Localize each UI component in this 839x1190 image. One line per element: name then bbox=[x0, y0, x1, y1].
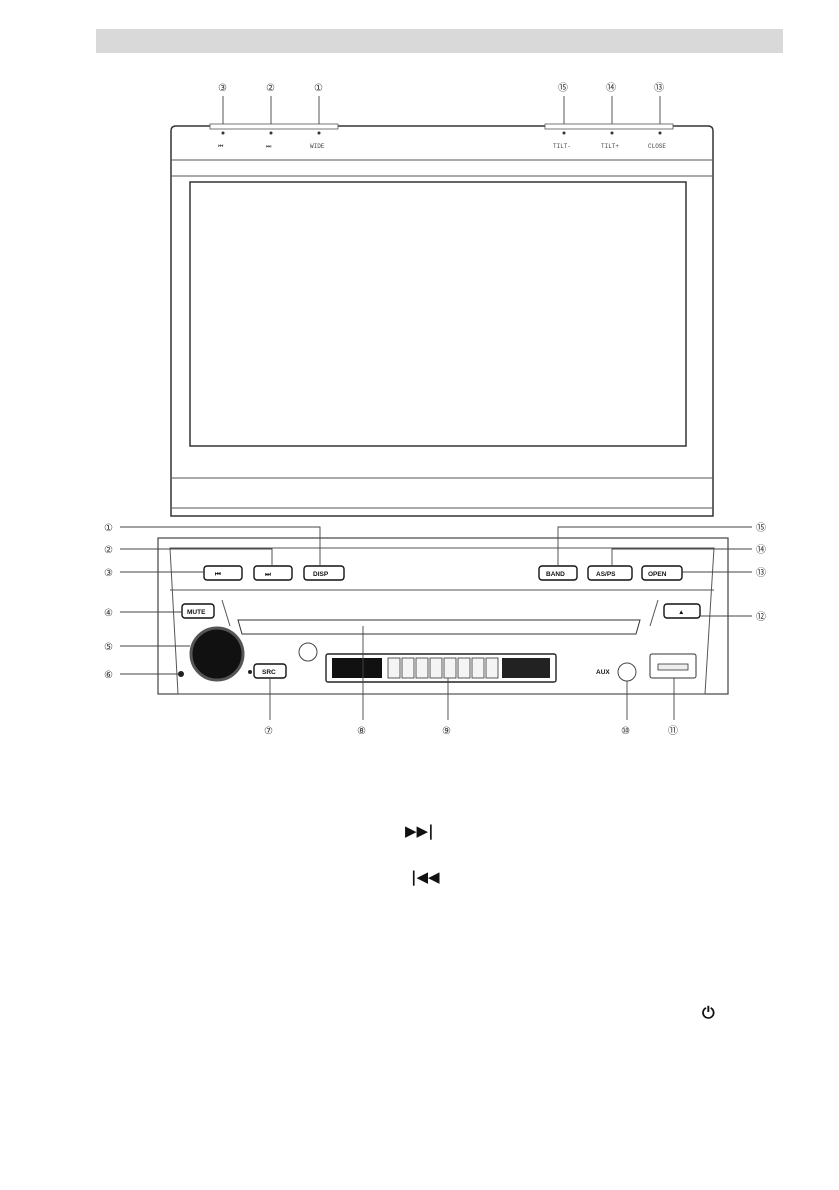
top-callouts-left: ③ ② ① bbox=[218, 83, 323, 128]
src-button-label: SRC bbox=[262, 669, 276, 676]
screen-close-label: CLOSE bbox=[648, 143, 666, 150]
next-track-button bbox=[253, 565, 293, 581]
callout-top-3: ③ bbox=[218, 83, 227, 94]
callout-left-4: ④ bbox=[104, 608, 113, 619]
as-ps-button bbox=[587, 565, 633, 581]
as-ps-button-label: AS/PS bbox=[596, 571, 616, 578]
callout-top-13: ⑬ bbox=[654, 82, 664, 94]
callout-top-1: ① bbox=[314, 83, 323, 94]
mute-button bbox=[181, 603, 215, 619]
monitor: ⏮ ⏭ WIDE TILT- TILT+ CLOSE bbox=[170, 123, 714, 517]
callout-top-15: ⑮ bbox=[558, 82, 568, 94]
power-icon: ⏻ bbox=[702, 1003, 715, 1022]
disp-button-label: DISP bbox=[313, 571, 329, 578]
lcd-display bbox=[325, 653, 557, 683]
callout-bottom-10: ⑩ bbox=[621, 726, 630, 737]
disp-button bbox=[303, 565, 345, 581]
callout-top-14: ⑭ bbox=[606, 82, 616, 94]
callout-bottom-9: ⑨ bbox=[442, 726, 451, 737]
callout-right-12: ⑫ bbox=[756, 611, 766, 623]
callout-bottom-7: ⑦ bbox=[264, 726, 273, 737]
next-track-button-label: ⏭ bbox=[265, 571, 271, 578]
screen-tilt-up-label: TILT+ bbox=[601, 143, 619, 150]
head-unit-diagram: ③ ② ① ⑮ ⑭ ⑬ ⏮ ⏭ WIDE TILT- TILT+ CLOSE bbox=[104, 82, 766, 737]
eject-button bbox=[663, 603, 701, 619]
mute-button-label: MUTE bbox=[187, 609, 206, 616]
volume-knob bbox=[189, 626, 245, 682]
section-header-bar bbox=[96, 29, 783, 53]
open-button-label: OPEN bbox=[648, 571, 667, 578]
open-button bbox=[641, 565, 683, 581]
tft-screen bbox=[189, 181, 687, 447]
screen-wide-label: WIDE bbox=[310, 143, 325, 150]
callout-right-14: ⑭ bbox=[756, 544, 766, 556]
eject-button-label: ▲ bbox=[678, 609, 684, 616]
screen-prev-label: ⏮ bbox=[218, 143, 224, 150]
top-callouts-right: ⑮ ⑭ ⑬ bbox=[558, 82, 664, 128]
reset-hole bbox=[178, 671, 184, 677]
callout-right-15: ⑮ bbox=[756, 522, 766, 534]
callout-bottom-11: ⑪ bbox=[668, 725, 678, 737]
right-callouts: ⑮ ⑭ ⑬ ⑫ bbox=[557, 522, 766, 623]
bottom-callouts: ⑦ ⑧ ⑨ ⑩ ⑪ bbox=[264, 626, 678, 737]
callout-left-3: ③ bbox=[104, 568, 113, 579]
prev-track-button-label: ⏮ bbox=[215, 571, 221, 578]
prev-track-icon: |◀◀ bbox=[411, 868, 440, 886]
next-track-icon: ▶▶| bbox=[405, 822, 434, 840]
callout-right-13: ⑬ bbox=[756, 567, 766, 579]
callout-left-2: ② bbox=[104, 545, 113, 556]
screen-tilt-down-label: TILT- bbox=[553, 143, 571, 150]
callout-left-6: ⑥ bbox=[104, 670, 113, 681]
band-button-label: BAND bbox=[546, 571, 565, 578]
callout-left-5: ⑤ bbox=[104, 642, 113, 653]
panel-buttons: ⏮ ⏭ DISP BAND AS/PS OPEN MUTE SRC ▲ AUX bbox=[178, 565, 701, 682]
screen-next-label: ⏭ bbox=[266, 143, 272, 150]
prev-track-button bbox=[203, 565, 243, 581]
callout-left-1: ① bbox=[104, 523, 113, 534]
disc-slot bbox=[237, 619, 641, 635]
left-callouts: ① ② ③ ④ ⑤ ⑥ bbox=[104, 523, 321, 681]
aux-label: AUX bbox=[596, 669, 610, 676]
callout-bottom-8: ⑧ bbox=[357, 726, 366, 737]
callout-top-2: ② bbox=[266, 83, 275, 94]
